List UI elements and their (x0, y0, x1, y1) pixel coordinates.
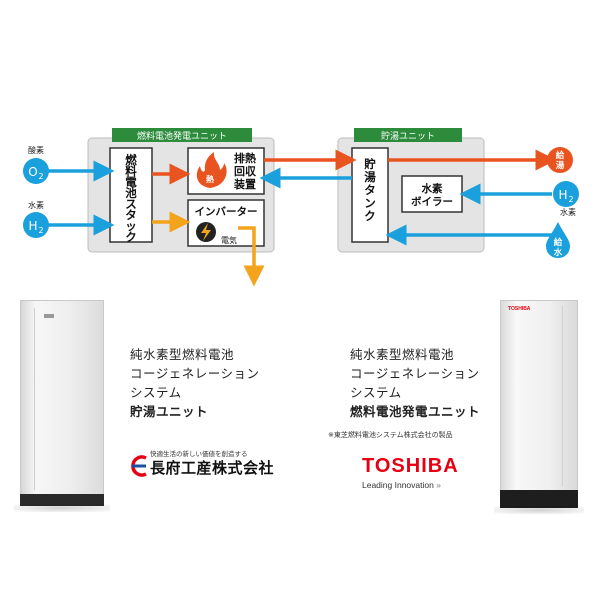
svg-text:ク: ク (125, 230, 137, 244)
svg-text:排熱: 排熱 (234, 151, 256, 165)
fuel-cell-stack-box (109, 147, 153, 243)
inverter-label: インバーター (195, 206, 258, 218)
hydrogen-circle (23, 212, 49, 238)
heat-recovery-label: 排熱 回収 装置 (233, 151, 257, 191)
unit-logo-text: TOSHIBA (508, 306, 531, 312)
left-line-2: コージェネレーション (130, 366, 260, 381)
toshiba-tagline: Leading Innovation (362, 480, 434, 490)
oxygen-circle (23, 158, 49, 184)
svg-text:水: 水 (553, 247, 563, 258)
fuel-cell-unit-label: 燃料電池発電ユニット (137, 130, 227, 142)
left-line-3: システム (130, 385, 182, 400)
hydrogen-subscript: 2 (38, 226, 43, 235)
svg-text:水素: 水素 (421, 182, 443, 195)
flame-icon: 熱 (196, 152, 227, 188)
heat-label: 熱 (206, 174, 214, 184)
electricity-output-arrow (238, 226, 265, 287)
left-line-1: 純水素型燃料電池 (130, 347, 235, 362)
svg-text:湯: 湯 (364, 170, 376, 184)
oxygen-symbol: O (28, 165, 37, 179)
svg-text:湯: 湯 (556, 160, 565, 171)
company-name: 長府工産株式会社 (150, 459, 275, 477)
chofu-logo: 快適生活の新しい価値を創造する 長府工産株式会社 (128, 448, 308, 488)
h2-right-symbol: H (558, 188, 567, 202)
h2-right-label: 水素 (560, 207, 576, 217)
svg-text:回収: 回収 (234, 164, 257, 178)
oxygen-label: 酸素 (28, 145, 44, 155)
left-product-description: 純水素型燃料電池 コージェネレーション システム 貯湯ユニット (130, 345, 260, 421)
svg-text:ボイラー: ボイラー (411, 195, 453, 208)
left-bold-line: 貯湯ユニット (130, 404, 209, 419)
toshiba-tagline-row: Leading Innovation » (362, 480, 441, 490)
storage-tank-label: 貯 湯 タ ン ク (364, 157, 376, 223)
fuel-cell-stack-label: 燃 料 電 池 ス タ ッ ク (124, 153, 137, 244)
lightning-bolt (201, 223, 211, 241)
toshiba-logo: TOSHIBA (362, 455, 459, 477)
h2-right-subscript: 2 (568, 195, 573, 204)
company-tagline: 快適生活の新しい価値を創造する (150, 450, 248, 458)
right-product-note: ※東芝燃料電池システム株式会社の製品 (328, 431, 453, 439)
storage-unit-label: 貯湯ユニット (381, 131, 435, 142)
storage-tank-box (351, 147, 389, 243)
storage-unit-tab (354, 128, 462, 142)
right-line-1: 純水素型燃料電池 (350, 347, 455, 362)
hot-water-supply-label: 給 湯 (556, 150, 565, 171)
svg-text:給: 給 (554, 237, 563, 248)
svg-text:燃: 燃 (124, 153, 137, 167)
electricity-label: 電気 (221, 235, 237, 245)
storage-unit-image (14, 300, 110, 512)
water-supply-label: 給 水 (553, 237, 563, 258)
chofu-mark-icon (131, 455, 147, 477)
fuel-cell-unit-image: TOSHIBA (494, 300, 584, 514)
water-drop-icon (546, 222, 570, 258)
hydrogen-symbol: H (28, 219, 37, 233)
svg-text:タ: タ (125, 208, 137, 222)
hydrogen-boiler-label: 水素 ボイラー (411, 182, 453, 208)
hydrogen-label: 水素 (28, 200, 44, 210)
right-line-3: システム (350, 385, 402, 400)
oxygen-subscript: 2 (38, 172, 43, 181)
svg-text:ッ: ッ (125, 219, 137, 233)
svg-text:料: 料 (125, 164, 137, 178)
right-bold-line: 燃料電池発電ユニット (350, 404, 481, 419)
svg-text:電: 電 (125, 175, 137, 189)
fuel-cell-unit-tab (112, 128, 252, 142)
system-diagram: 燃料電池発電ユニット 貯湯ユニット 酸素 O 2 水素 H 2 燃 料 電 池 … (23, 128, 579, 287)
svg-text:装置: 装置 (233, 177, 256, 191)
right-product-description: 純水素型燃料電池 コージェネレーション システム 燃料電池発電ユニット (350, 345, 480, 421)
tagline-arrows-icon: » (436, 480, 441, 490)
svg-text:池: 池 (125, 186, 137, 200)
svg-text:ス: ス (125, 197, 137, 211)
svg-text:タ: タ (364, 183, 376, 197)
hot-water-circle (547, 147, 573, 173)
h2-right-circle (553, 181, 579, 207)
svg-text:ン: ン (364, 196, 376, 210)
right-line-2: コージェネレーション (350, 366, 480, 381)
svg-text:ク: ク (364, 209, 376, 223)
svg-text:貯: 貯 (364, 157, 376, 171)
svg-text:給: 給 (556, 150, 565, 161)
